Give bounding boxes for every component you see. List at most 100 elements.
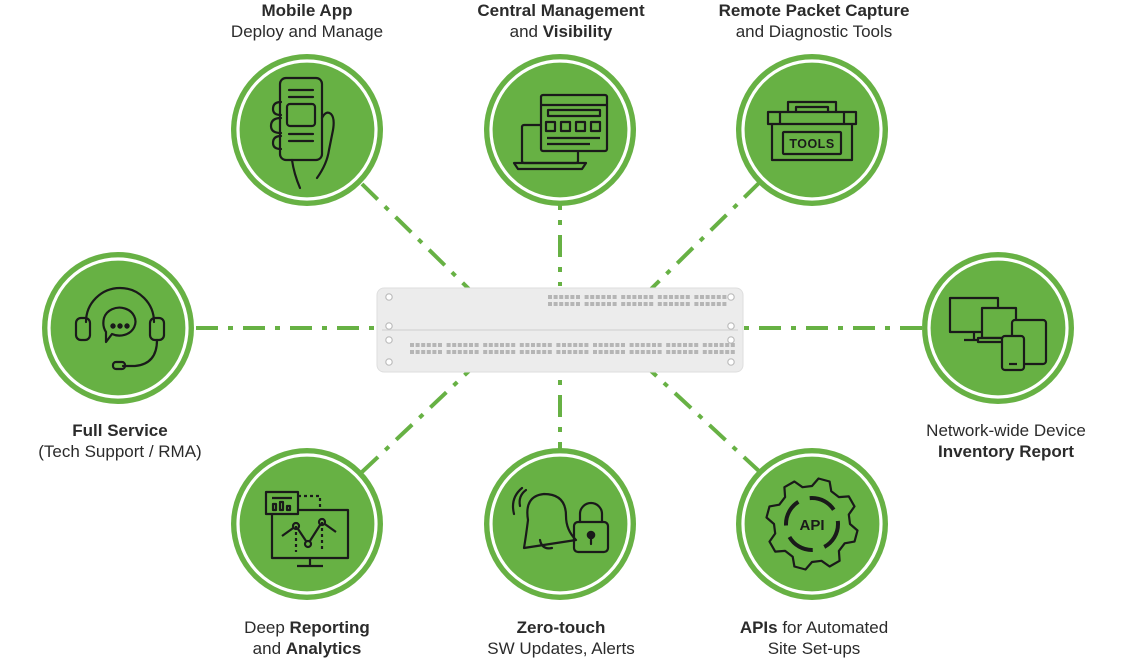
port	[646, 343, 651, 347]
label-line-2: Deploy and Manage	[230, 22, 384, 41]
port	[657, 350, 662, 354]
tools-label: TOOLS	[789, 137, 834, 151]
port	[452, 343, 457, 347]
label-line-2: SW Updates, Alerts	[487, 639, 635, 658]
port	[694, 302, 699, 306]
port	[601, 295, 606, 299]
port	[570, 302, 575, 306]
switch-mount-holes	[385, 293, 735, 366]
label-apis: APIs for Automated Site Set-ups	[740, 617, 888, 659]
port	[621, 343, 625, 347]
port	[714, 343, 718, 347]
inner-ring	[741, 59, 883, 201]
port	[685, 295, 690, 299]
port	[671, 350, 676, 354]
port	[438, 343, 442, 347]
circle-zero-touch	[484, 448, 636, 600]
port	[677, 343, 682, 347]
port	[716, 302, 721, 306]
port	[615, 350, 620, 354]
outer-disc	[231, 54, 383, 206]
port	[542, 343, 547, 347]
toolbox-icon: TOOLS	[766, 100, 858, 162]
port	[643, 295, 648, 299]
mount-hole	[385, 336, 393, 344]
bell-lock-icon	[511, 486, 610, 554]
port	[593, 350, 597, 354]
port	[553, 295, 558, 299]
port	[567, 343, 572, 347]
port	[584, 295, 589, 299]
port	[426, 343, 431, 347]
port	[725, 343, 730, 347]
label-line-2: Site Set-ups	[767, 639, 861, 658]
mount-hole	[385, 293, 393, 301]
port	[632, 302, 637, 306]
port	[702, 343, 707, 347]
port	[674, 302, 679, 306]
port	[688, 350, 693, 354]
port	[421, 343, 426, 347]
port	[576, 295, 580, 299]
analytics-monitor-icon	[264, 490, 350, 568]
label-line-2: and Diagnostic Tools	[735, 22, 893, 41]
label-full-service: Full Service (Tech Support / RMA)	[38, 420, 201, 462]
port	[708, 350, 713, 354]
port	[669, 302, 673, 306]
label-line-1: Remote Packet Capture	[718, 1, 910, 20]
port	[576, 302, 580, 306]
port	[598, 350, 603, 354]
port	[410, 350, 414, 354]
circle-apis	[736, 448, 888, 600]
label-line-2: and Visibility	[509, 22, 613, 41]
devices-icon	[948, 296, 1048, 372]
port	[578, 343, 583, 347]
port	[584, 350, 589, 354]
port	[494, 343, 499, 347]
dash-dot-connector	[360, 368, 472, 474]
port	[612, 302, 617, 306]
port	[683, 343, 687, 347]
port	[677, 350, 682, 354]
feature-circles	[42, 54, 1074, 600]
port	[410, 343, 414, 347]
port	[612, 295, 617, 299]
port	[426, 350, 431, 354]
circle-full-service	[42, 252, 194, 404]
port	[694, 295, 699, 299]
port	[607, 295, 611, 299]
label-deep-reporting: Deep Reporting and Analytics	[244, 617, 370, 659]
mount-hole	[727, 293, 735, 301]
port	[559, 295, 564, 299]
mount-hole	[727, 358, 735, 366]
port	[663, 295, 668, 299]
port	[657, 343, 662, 347]
inner-ring	[236, 59, 378, 201]
dash-dot-connector	[360, 182, 472, 292]
port	[488, 350, 493, 354]
port	[548, 302, 552, 306]
inner-ring	[47, 257, 189, 399]
port	[626, 295, 631, 299]
port	[683, 350, 687, 354]
port	[716, 295, 721, 299]
port	[469, 350, 473, 354]
port	[519, 350, 524, 354]
port	[457, 350, 462, 354]
port	[607, 302, 611, 306]
port	[652, 350, 656, 354]
outer-disc	[736, 54, 888, 206]
inner-ring	[741, 453, 883, 595]
port	[609, 350, 614, 354]
port	[483, 350, 488, 354]
port	[711, 295, 716, 299]
mount-hole	[727, 322, 735, 330]
api-label: API	[799, 517, 824, 534]
port	[488, 343, 493, 347]
port	[590, 302, 595, 306]
laptop-dashboard-icon	[512, 93, 609, 171]
port	[590, 295, 595, 299]
port	[505, 350, 510, 354]
port	[688, 343, 693, 347]
